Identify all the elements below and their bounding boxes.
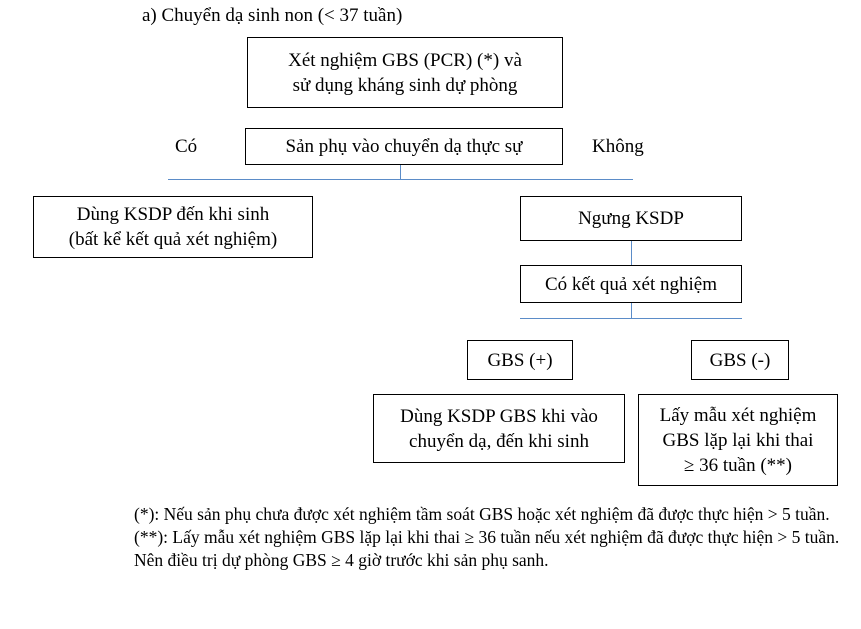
node-continue-ksdp-line1: Dùng KSDP đến khi sinh <box>76 204 270 225</box>
node-test-and-prophylaxis-line1: Xét nghiệm GBS (PCR) (*) và <box>288 49 522 71</box>
node-use-ksdp-on-labor-line1: Dùng KSDP GBS khi vào <box>400 405 598 427</box>
connector-branch-have-result <box>520 318 742 319</box>
node-continue-ksdp-line2: (bất kể kết quả xét nghiệm) <box>68 229 278 250</box>
node-stop-ksdp-line1: Ngưng KSDP <box>578 208 684 229</box>
node-true-labor: Sản phụ vào chuyển dạ thực sự <box>245 128 563 165</box>
branch-label-no: Không <box>592 136 644 157</box>
node-stop-ksdp: Ngưng KSDP <box>520 196 742 241</box>
connector-stub-have-result <box>631 303 632 318</box>
node-gbs-positive-line1: GBS (+) <box>487 349 553 371</box>
node-repeat-test-line2: GBS lặp lại khi thai <box>662 429 814 451</box>
footnotes: (*): Nếu sản phụ chưa được xét nghiệm tầ… <box>100 503 852 572</box>
footnote-single-asterisk: (*): Nếu sản phụ chưa được xét nghiệm tầ… <box>134 504 830 524</box>
node-repeat-test-line1: Lấy mẫu xét nghiệm <box>659 404 817 426</box>
node-have-result-line1: Có kết quả xét nghiệm <box>544 273 718 295</box>
node-test-and-prophylaxis-line2: sử dụng kháng sinh dự phòng <box>292 74 518 96</box>
footnote-recommendation: Nên điều trị dự phòng GBS ≥ 4 giờ trước … <box>134 550 549 570</box>
node-have-result: Có kết quả xét nghiệm <box>520 265 742 303</box>
connector-stub-true-labor <box>400 165 401 179</box>
node-gbs-negative-line1: GBS (-) <box>709 349 771 371</box>
node-repeat-test-line3: ≥ 36 tuần (**) <box>683 454 793 476</box>
node-use-ksdp-on-labor: Dùng KSDP GBS khi vào chuyển dạ, đến khi… <box>373 394 625 463</box>
node-use-ksdp-on-labor-line2: chuyển dạ, đến khi sinh <box>409 430 589 452</box>
node-repeat-test: Lấy mẫu xét nghiệm GBS lặp lại khi thai … <box>638 394 838 486</box>
connector-stop-to-result <box>631 241 632 265</box>
node-test-and-prophylaxis: Xét nghiệm GBS (PCR) (*) và sử dụng khán… <box>247 37 563 108</box>
connector-branch-true-labor <box>168 179 633 180</box>
node-continue-ksdp: Dùng KSDP đến khi sinh (bất kể kết quả x… <box>33 196 313 258</box>
page-title: a) Chuyển dạ sinh non (< 37 tuần) <box>142 5 403 26</box>
node-true-labor-line1: Sản phụ vào chuyển dạ thực sự <box>285 136 523 157</box>
node-gbs-positive: GBS (+) <box>467 340 573 380</box>
node-gbs-negative: GBS (-) <box>691 340 789 380</box>
footnote-double-asterisk: (**): Lấy mẫu xét nghiệm GBS lặp lại khi… <box>134 527 840 547</box>
branch-label-yes: Có <box>175 136 198 157</box>
